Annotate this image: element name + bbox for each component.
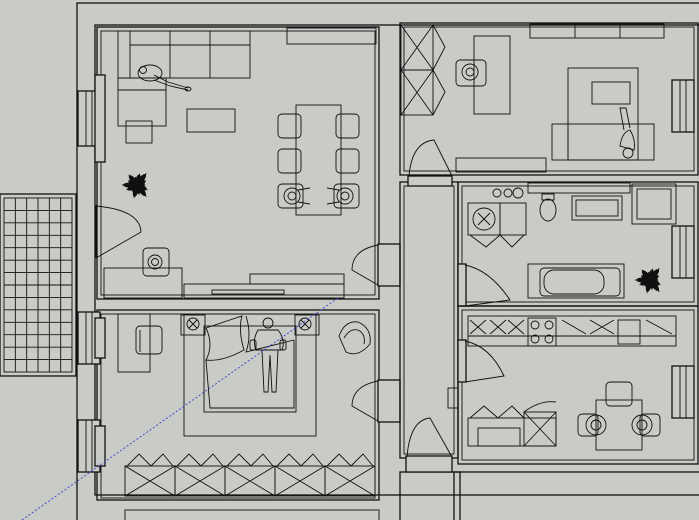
- guide-line: [21, 297, 339, 520]
- bathroom[interactable]: [457, 181, 699, 307]
- door-swing-icon[interactable]: [457, 339, 505, 383]
- study[interactable]: [399, 22, 699, 176]
- plant-icon: [122, 173, 148, 199]
- washing-machine: [467, 202, 527, 248]
- kitchen-counter: [467, 315, 677, 347]
- dining-table: [277, 104, 360, 216]
- person-figure-icon: [137, 64, 192, 92]
- window-icon: [77, 311, 106, 473]
- kitchen[interactable]: [457, 305, 699, 465]
- door-swing-icon[interactable]: [407, 139, 453, 187]
- door-swing-icon[interactable]: [95, 205, 142, 259]
- window-icon: [671, 225, 695, 279]
- chair-icon: [135, 325, 163, 355]
- tv-cabinet: [183, 283, 345, 299]
- person-figure-icon: [283, 187, 354, 205]
- ottoman: [125, 120, 153, 144]
- corridor[interactable]: [399, 139, 461, 520]
- door-swing-icon[interactable]: [351, 379, 401, 423]
- wardrobe: [124, 453, 376, 497]
- chair-icon: [455, 59, 487, 87]
- window-icon: [671, 79, 695, 133]
- kitchen-counter: [467, 401, 557, 447]
- outer-walls: [76, 2, 699, 520]
- window-icon: [671, 365, 695, 419]
- person-figure-icon: [249, 317, 287, 393]
- bathtub: [527, 263, 625, 299]
- door-swing-icon[interactable]: [351, 243, 401, 287]
- coffee-table: [186, 108, 236, 133]
- bed: [180, 313, 320, 437]
- bookshelf: [400, 24, 446, 116]
- living-room[interactable]: [77, 26, 401, 300]
- dining-table: [577, 381, 661, 451]
- chair-icon: [142, 247, 170, 277]
- toilet: [539, 193, 557, 222]
- window-icon: [77, 74, 106, 163]
- chair-icon: [338, 321, 371, 355]
- balcony-grid: [0, 193, 77, 377]
- door-swing-icon[interactable]: [405, 417, 453, 473]
- plant-icon: [635, 268, 661, 294]
- sofa: [117, 30, 251, 127]
- desk: [551, 67, 655, 161]
- person-figure-icon: [619, 107, 635, 159]
- bedroom[interactable]: [77, 309, 401, 501]
- door-swing-icon[interactable]: [457, 263, 511, 307]
